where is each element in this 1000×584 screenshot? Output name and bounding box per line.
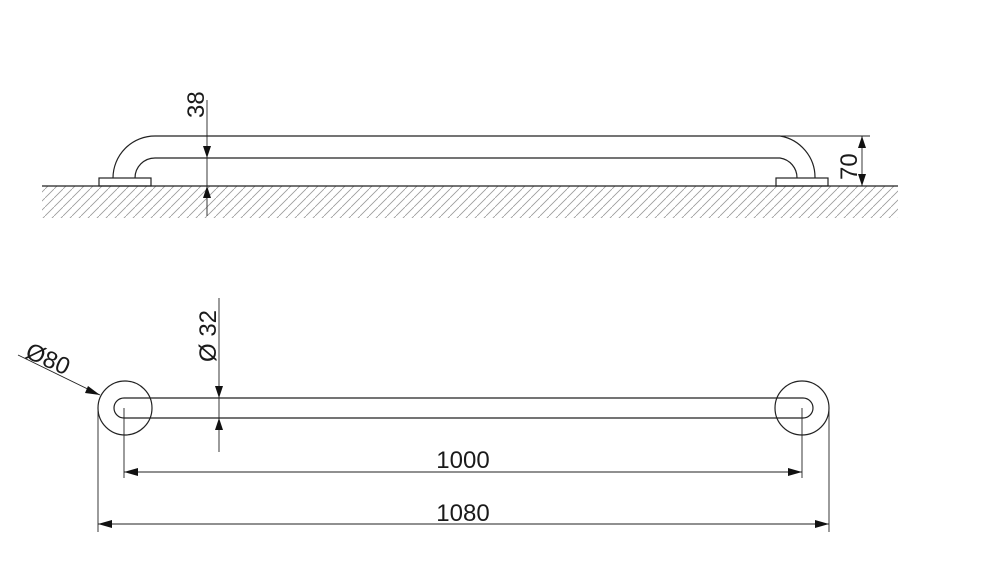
left-flange-circle [97,380,153,436]
dim-1080-label: 1080 [436,500,489,527]
right-flange-side [775,177,829,187]
dim-1000-arrow-right [788,468,802,476]
dim-32-arrow-top [215,386,223,398]
dim-32-label: Ø 32 [195,310,222,362]
dim-1080-arrow-left [98,520,112,528]
dim-1000-label: 1000 [436,447,489,474]
front-view: Ø80 Ø 32 1000 1080 [17,298,830,532]
dim-70-arrow-top [858,136,866,148]
dim-38-arrow-top [203,146,211,158]
side-view: 38 70 [42,91,898,218]
dim-32-arrow-bottom [215,418,223,430]
dim-70-arrow-bottom [858,174,866,186]
wall-hatching [42,186,898,218]
dim-80-label: Ø80 [22,338,74,381]
dim-38-arrow-bottom [203,186,211,198]
dim-1080-arrow-right [815,520,829,528]
tube-outline [113,397,814,419]
dim-70-label: 70 [836,153,863,180]
dim-1000-arrow-left [124,468,138,476]
bar-outer-contour [112,135,816,179]
dim-80-leader [17,354,101,396]
dim-80-arrow [85,386,100,395]
dim-38-label: 38 [183,91,210,118]
bar-inner-contour [134,157,798,179]
left-flange-side [98,177,152,187]
